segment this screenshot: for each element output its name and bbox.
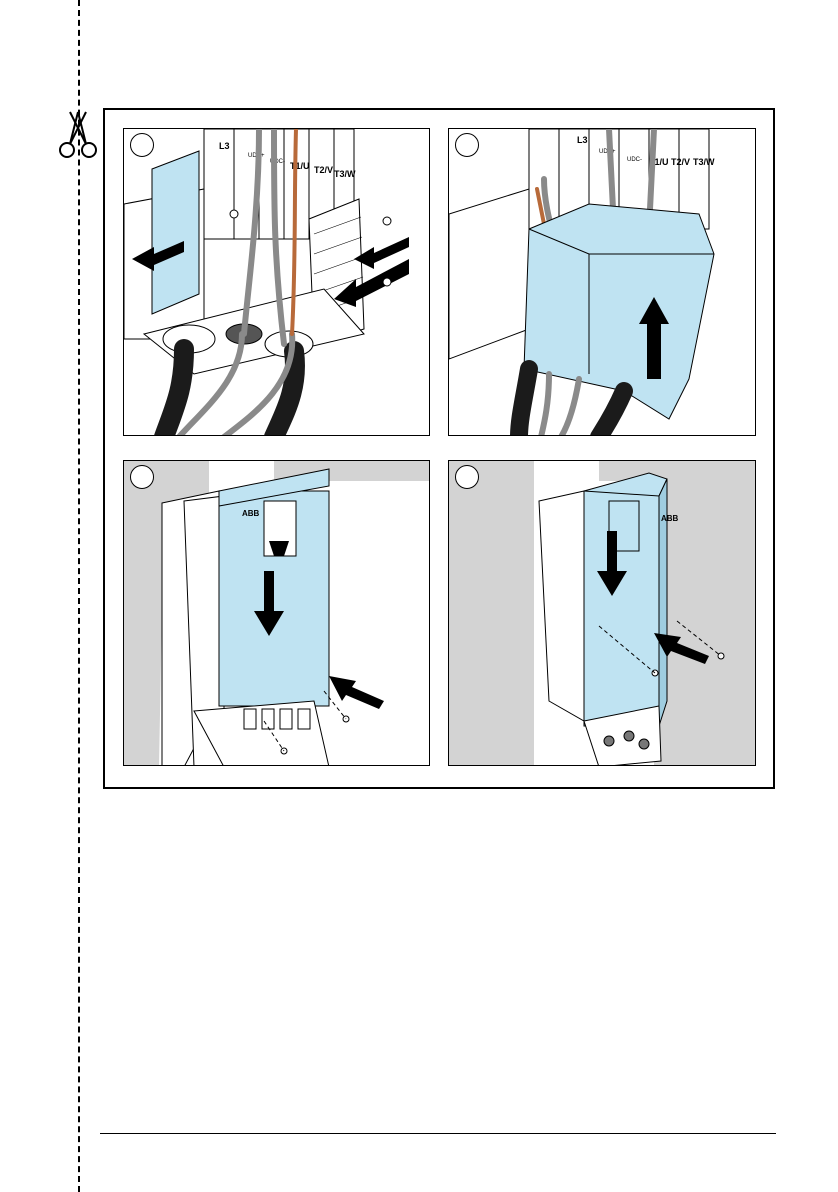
step-3-panel: ABB bbox=[123, 460, 430, 766]
cut-line bbox=[78, 0, 80, 1192]
terminal-label-t2: T2/V bbox=[671, 157, 690, 167]
step-4-panel: ABB bbox=[448, 460, 756, 766]
step-1-badge bbox=[130, 133, 154, 157]
terminal-label-t3: T3/W bbox=[334, 169, 356, 179]
step-3-badge bbox=[130, 465, 154, 489]
abb-logo: ABB bbox=[242, 509, 260, 518]
step-2-drawing: L3 UDC+ UDC- T1/U T2/V T3/W bbox=[449, 129, 756, 436]
terminal-label-t2: T2/V bbox=[314, 165, 333, 175]
terminal-label-l3: L3 bbox=[219, 141, 230, 151]
scissors-icon bbox=[56, 110, 100, 160]
step-3-drawing: ABB bbox=[124, 461, 430, 766]
abb-logo: ABB bbox=[661, 514, 679, 523]
terminal-label-udcm: UDC- bbox=[627, 157, 642, 163]
footer-rule bbox=[100, 1133, 776, 1134]
step-1-drawing: L3 UDC+ UDC- T1/U T2/V T3/W bbox=[124, 129, 430, 436]
step-1-panel: L3 UDC+ UDC- T1/U T2/V T3/W bbox=[123, 128, 430, 436]
terminal-label-t3: T3/W bbox=[693, 157, 715, 167]
illustration-frame: L3 UDC+ UDC- T1/U T2/V T3/W bbox=[103, 108, 775, 789]
step-2-panel: L3 UDC+ UDC- T1/U T2/V T3/W bbox=[448, 128, 756, 436]
step-4-badge bbox=[455, 465, 479, 489]
terminal-label-l3: L3 bbox=[577, 135, 588, 145]
step-4-drawing: ABB bbox=[449, 461, 756, 766]
terminal-label-t1: T1/U bbox=[290, 161, 310, 171]
step-2-badge bbox=[455, 133, 479, 157]
